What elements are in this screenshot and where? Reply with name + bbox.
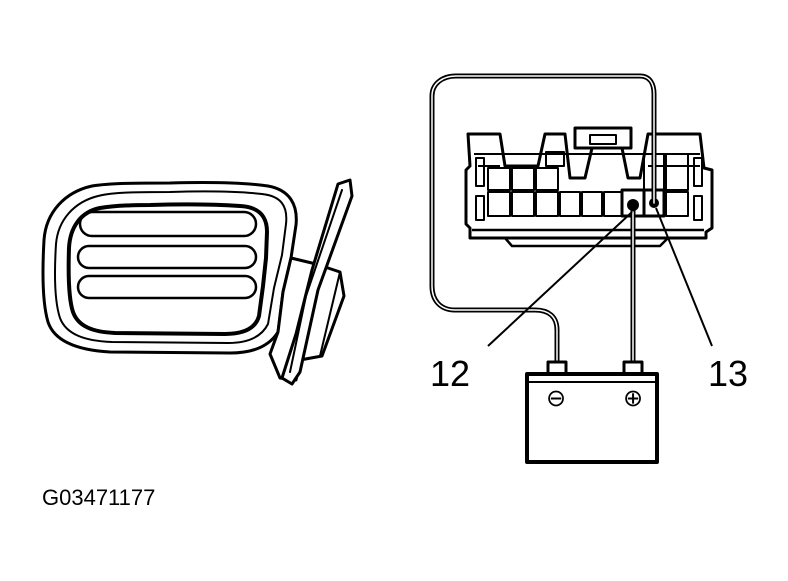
connector-body xyxy=(464,132,714,240)
jumper-wires xyxy=(429,73,657,371)
battery-positive-symbol: ⊕ xyxy=(623,385,643,412)
wire-negative-to-terminal-13-inner xyxy=(431,75,655,369)
battery: ⊖ ⊕ xyxy=(525,360,659,464)
callout-12: 12 xyxy=(430,353,470,394)
mirror-housing-rim xyxy=(54,190,288,344)
door-mirror-assembly xyxy=(41,178,354,386)
callout-13: 13 xyxy=(708,353,748,394)
leader-12 xyxy=(487,211,633,347)
leader-13 xyxy=(655,207,713,347)
mirror-heater-stripe xyxy=(76,244,258,270)
mirror-mount-plate-edge xyxy=(289,189,343,373)
mirror-connector xyxy=(464,126,714,248)
mirror-glass xyxy=(66,202,269,336)
connector-lock-window xyxy=(589,134,617,145)
callout-leaders xyxy=(487,207,713,347)
battery-negative-symbol: ⊖ xyxy=(546,385,566,412)
battery-case xyxy=(525,372,659,464)
figure-id: G03471177 xyxy=(42,485,155,510)
mirror-heater-stripe xyxy=(78,210,258,238)
mirror-heater-stripe xyxy=(76,274,258,300)
